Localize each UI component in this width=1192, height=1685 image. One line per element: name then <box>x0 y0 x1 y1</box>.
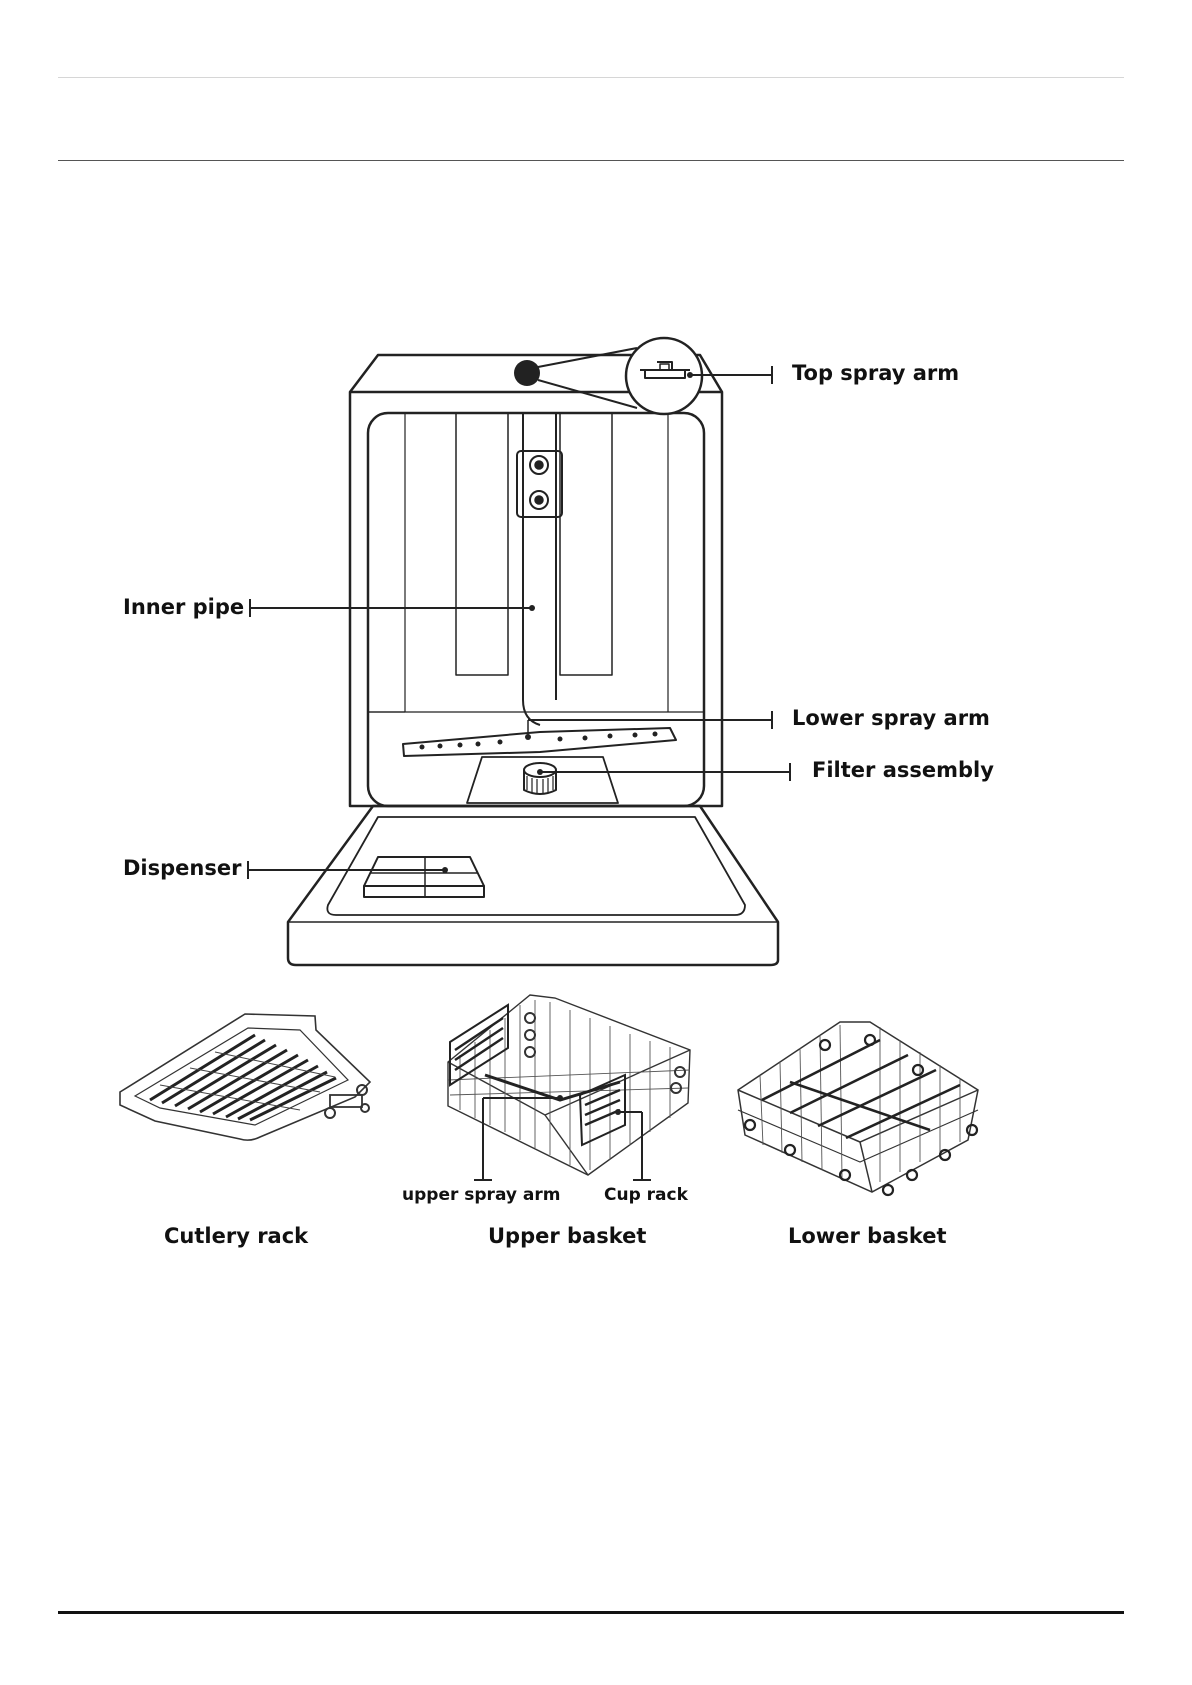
label-cup-rack: Cup rack <box>604 1185 688 1205</box>
caption-lower-basket: Lower basket <box>788 1224 947 1248</box>
cutlery-rack-drawing <box>120 1014 370 1140</box>
baskets-illustration <box>0 0 1192 1300</box>
label-top-spray-arm: Top spray arm <box>792 361 959 385</box>
label-lower-spray-arm: Lower spray arm <box>792 706 990 730</box>
caption-upper-basket: Upper basket <box>488 1224 646 1248</box>
label-dispenser: Dispenser <box>123 856 241 880</box>
caption-cutlery-rack: Cutlery rack <box>164 1224 308 1248</box>
upper-basket-drawing <box>448 995 690 1175</box>
footer-rule <box>58 1611 1124 1614</box>
lower-basket-drawing <box>738 1022 978 1195</box>
label-inner-pipe: Inner pipe <box>123 595 244 619</box>
label-filter-assembly: Filter assembly <box>812 758 994 782</box>
label-upper-spray-arm: upper spray arm <box>402 1185 560 1205</box>
